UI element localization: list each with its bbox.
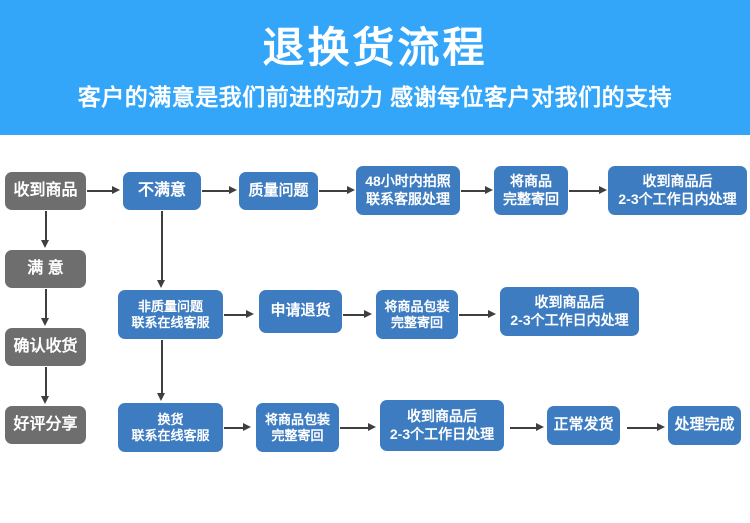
arrow-photo-to-sendback-icon <box>485 186 493 194</box>
arrow-ship-to-done-icon <box>657 423 665 431</box>
arrow-process3-to-ship-icon <box>536 423 544 431</box>
node-received-goods[interactable]: 收到商品 <box>5 172 86 210</box>
arrow-quality-to-photo-icon <box>347 186 355 194</box>
arrow-unsat-to-quality-icon <box>229 186 237 194</box>
edge-unsat-to-quality <box>202 190 230 192</box>
arrow-nonquality-to-exchange-icon <box>157 393 165 401</box>
arrow-satisfied-to-confirm-icon <box>41 318 49 326</box>
node-good-review-share[interactable]: 好评分享 <box>5 406 86 444</box>
edge-sendback-to-process1 <box>569 190 600 192</box>
edge-pack2-to-process2 <box>459 314 489 316</box>
edge-photo-to-sendback <box>461 190 486 192</box>
edge-nonquality-to-apply <box>224 314 247 316</box>
arrow-apply-to-pack2-icon <box>364 310 372 318</box>
arrow-sendback-to-process1-icon <box>599 186 607 194</box>
edge-recv-to-satisfied <box>45 211 47 242</box>
arrow-recv-to-unsat-icon <box>112 186 120 194</box>
edge-quality-to-photo <box>319 190 348 192</box>
edge-confirm-to-review <box>45 367 47 398</box>
node-non-quality-issue[interactable]: 非质量问题 联系在线客服 <box>118 290 223 339</box>
page-subtitle: 客户的满意是我们前进的动力 感谢每位客户对我们的支持 <box>77 84 673 110</box>
page-title: 退换货流程 <box>262 24 488 71</box>
edge-pack3-to-process3 <box>340 427 369 429</box>
arrow-recv-to-satisfied-icon <box>41 240 49 248</box>
node-pack-send-back-2[interactable]: 将商品包装 完整寄回 <box>376 290 458 339</box>
edge-unsat-to-nonquality <box>161 211 163 282</box>
edge-satisfied-to-confirm <box>45 289 47 320</box>
node-pack-send-back-3[interactable]: 将商品包装 完整寄回 <box>256 403 339 452</box>
edge-ship-to-done <box>627 427 658 429</box>
edge-nonquality-to-exchange <box>161 340 163 395</box>
node-confirm-receipt[interactable]: 确认收货 <box>5 328 86 366</box>
node-normal-shipping[interactable]: 正常发货 <box>547 406 620 445</box>
header-banner: 退换货流程 客户的满意是我们前进的动力 感谢每位客户对我们的支持 <box>0 0 750 135</box>
node-quality-issue[interactable]: 质量问题 <box>239 172 318 210</box>
arrow-exchange-to-pack3-icon <box>243 423 251 431</box>
node-satisfied[interactable]: 满 意 <box>5 250 86 288</box>
node-unsatisfied[interactable]: 不满意 <box>123 172 201 210</box>
node-photo-within-48h[interactable]: 48小时内拍照 联系客服处理 <box>356 166 460 215</box>
node-send-back-complete-1[interactable]: 将商品 完整寄回 <box>494 166 568 215</box>
flow-diagram: 收到商品 满 意 确认收货 好评分享 不满意 质量问题 48小时内拍照 联系客服… <box>0 135 750 523</box>
node-processing-complete[interactable]: 处理完成 <box>668 406 741 445</box>
node-apply-return[interactable]: 申请退货 <box>259 290 342 333</box>
edge-apply-to-pack2 <box>343 314 365 316</box>
node-process-2-3-days-2[interactable]: 收到商品后 2-3个工作日内处理 <box>500 287 639 336</box>
arrow-nonquality-to-apply-icon <box>246 310 254 318</box>
arrow-pack2-to-process2-icon <box>488 310 496 318</box>
arrow-confirm-to-review-icon <box>41 396 49 404</box>
node-process-2-3-days-3[interactable]: 收到商品后 2-3个工作日处理 <box>380 400 504 451</box>
edge-process3-to-ship <box>510 427 538 429</box>
node-process-2-3-days-1[interactable]: 收到商品后 2-3个工作日内处理 <box>608 166 747 215</box>
edge-exchange-to-pack3 <box>224 427 244 429</box>
node-exchange-goods[interactable]: 换货 联系在线客服 <box>118 403 223 452</box>
arrow-unsat-to-nonquality-icon <box>157 280 165 288</box>
edge-recv-to-unsat <box>87 190 114 192</box>
arrow-pack3-to-process3-icon <box>368 423 376 431</box>
